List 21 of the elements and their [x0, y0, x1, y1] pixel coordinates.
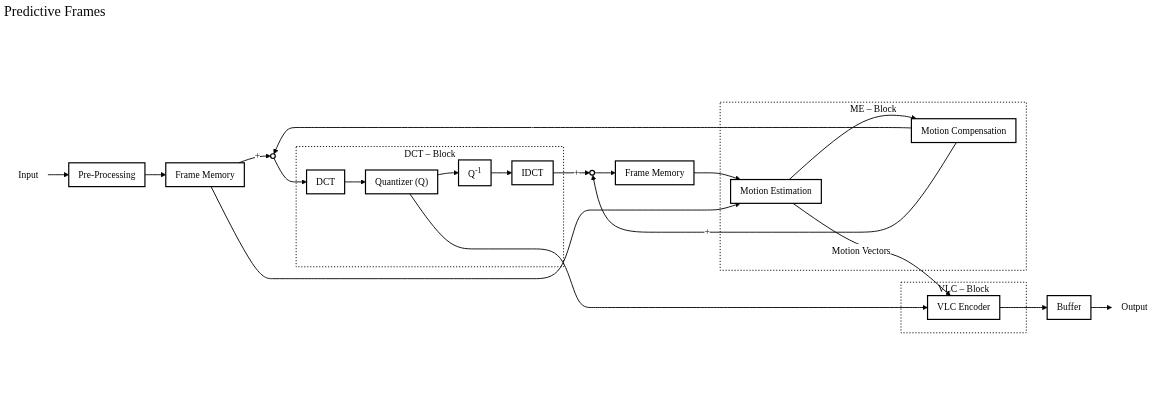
node-box: Buffer [1046, 295, 1092, 320]
node-box: Quantizer (Q) [364, 169, 439, 195]
node-circle [589, 169, 596, 176]
node-circle [269, 153, 276, 160]
edge-label: - [530, 122, 535, 133]
node-box: Frame Memory [165, 162, 245, 188]
node-box: Motion Estimation [730, 178, 822, 204]
node-box: Motion Compensation [910, 118, 1017, 144]
edge-label: + [574, 167, 580, 178]
node-text: Output [1121, 302, 1148, 313]
node-box: VLC Encoder [926, 295, 1001, 320]
node-box: DCT [305, 169, 346, 195]
node-box: Frame Memory [614, 160, 695, 186]
node-box: IDCT [511, 160, 554, 186]
node-text: Input [18, 169, 39, 180]
edge-label: + [704, 226, 710, 237]
node-box: Pre-Processing [68, 162, 146, 188]
edge-label: Motion Vectors [831, 245, 891, 257]
note-text: Predictive Frames [4, 4, 106, 19]
edge-label: + [254, 150, 261, 161]
node-box: Q$^{-1}$ [457, 159, 492, 187]
